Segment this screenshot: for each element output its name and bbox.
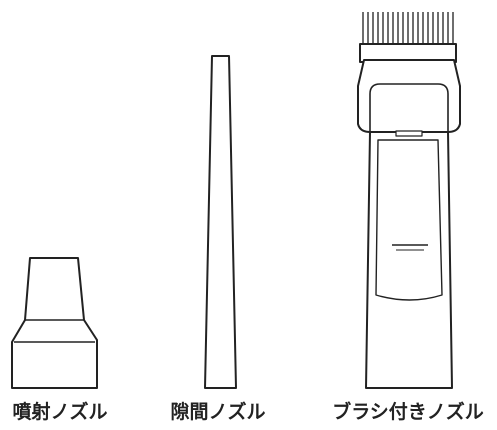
blower-nozzle-drawing — [11, 257, 98, 389]
brush-nozzle-drawing — [357, 12, 461, 389]
crevice-nozzle-drawing — [204, 55, 237, 389]
label-brush-nozzle: ブラシ付きノズル — [332, 401, 484, 423]
brush-bristles — [362, 12, 454, 45]
label-crevice-nozzle: 隙間ノズル — [170, 401, 266, 423]
label-blower-nozzle: 噴射ノズル — [12, 401, 108, 423]
